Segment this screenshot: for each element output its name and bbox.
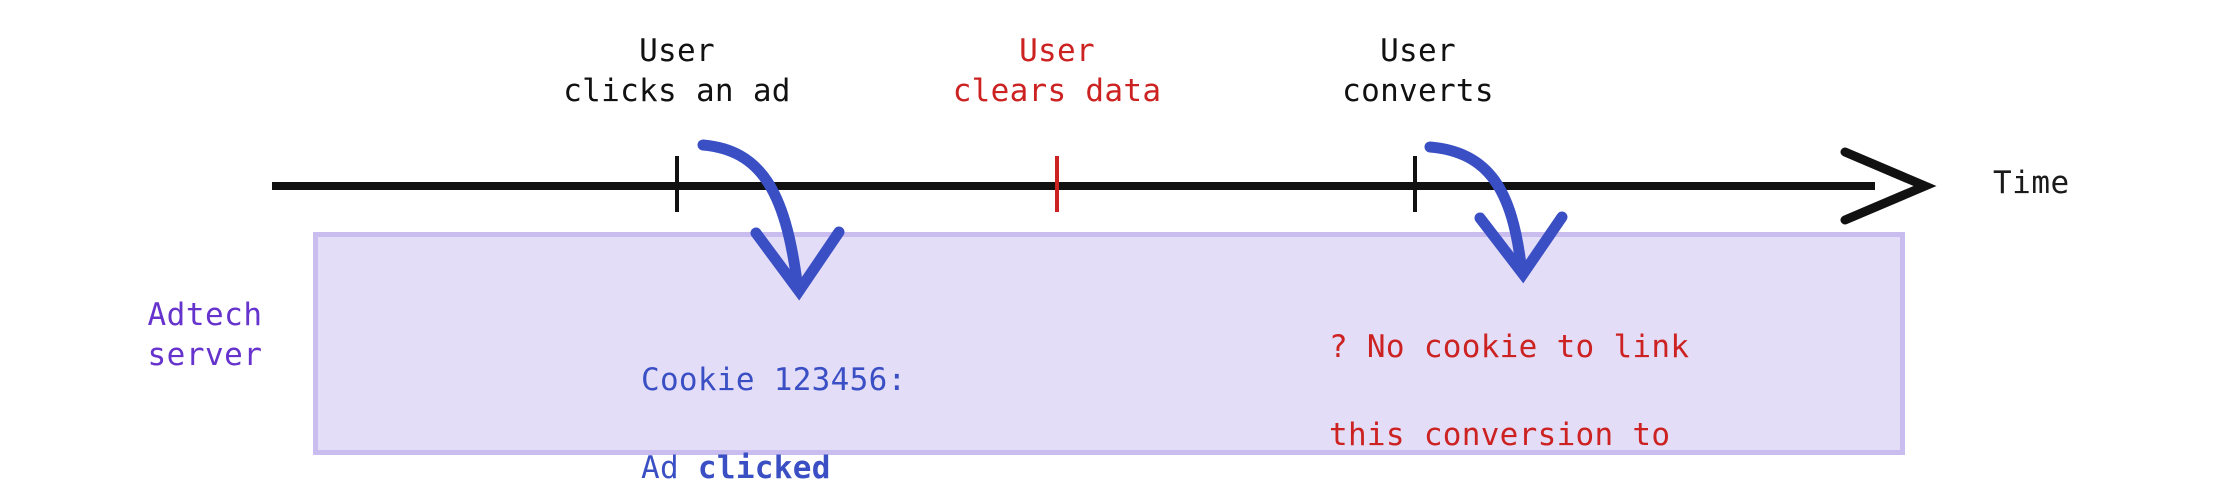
event-label-user-converts: User converts: [1342, 33, 1494, 110]
adtech-server-label: Adtech server: [147, 297, 263, 373]
event-label-user-clears-data: User clears data: [952, 33, 1162, 110]
note-cookie-line-1: Cookie 123456:: [641, 362, 907, 399]
adtech-server-region: [313, 232, 1905, 455]
note-cookie-ad-prefix: Ad: [641, 450, 698, 487]
note-cookie-line-2: Ad clicked: [641, 446, 907, 490]
note-cookie-ad-clicked: Cookie 123456: Ad clicked: [641, 314, 907, 498]
note-conversion-line-1: ? No cookie to link: [1329, 329, 1690, 366]
event-label-user-clicks-an-ad: User clicks an ad: [563, 33, 791, 110]
note-conversion-line-2: this conversion to: [1329, 417, 1671, 454]
note-no-conversion-reported: ? No cookie to link this conversion to ⇒…: [1329, 281, 1689, 498]
note-cookie-clicked-emphasis: clicked: [697, 450, 831, 487]
time-axis-label: Time: [1993, 165, 2070, 201]
time-axis-arrowhead: [1840, 147, 1937, 225]
